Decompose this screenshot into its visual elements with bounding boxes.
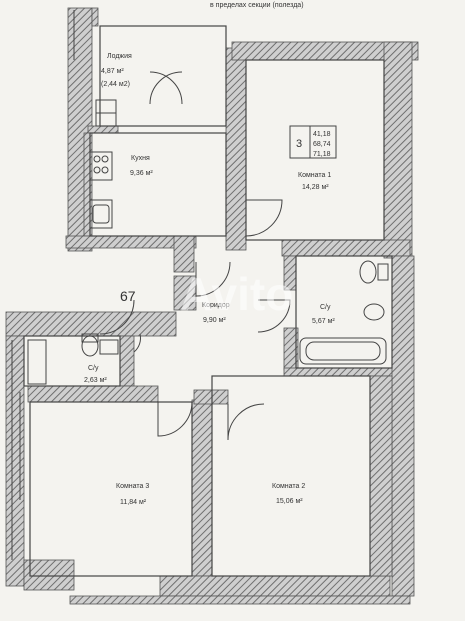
room3-area: 11,84 м²: [120, 499, 147, 506]
room-outlines: [23, 25, 393, 577]
room2-name: Комната 2: [272, 483, 305, 490]
loggia-area: 4,87 м²: [101, 68, 124, 75]
kitchen-name: Кухня: [131, 155, 150, 162]
bath-big-area: 5,67 м²: [312, 318, 335, 325]
total-area: 68,74: [313, 141, 331, 148]
room3-name: Комната 3: [116, 483, 149, 490]
rooms-count: 3: [296, 138, 302, 150]
kitchen-area: 9,36 м²: [130, 170, 153, 177]
corridor-name: Коридор: [202, 302, 230, 309]
fixtures: [27, 99, 389, 385]
door-swings: [99, 71, 291, 441]
corridor-area: 9,90 м²: [203, 317, 226, 324]
loggia-name: Лоджия: [107, 53, 132, 60]
bath-small-area: 2,63 м²: [84, 377, 107, 384]
header-text: в пределах секции (полезда): [210, 2, 304, 9]
room1-area: 14,28 м²: [302, 184, 329, 191]
bath-small-name: С/у: [88, 365, 99, 372]
apartment-info: 3 41,18 68,74 71,18: [289, 125, 337, 159]
avito-watermark: Avito: [180, 268, 293, 320]
loggia-reduced-area: (2,44 м2): [101, 81, 130, 88]
room2-area: 15,06 м²: [276, 498, 303, 505]
room1-name: Комната 1: [298, 172, 331, 179]
living-area: 41,18: [313, 131, 331, 138]
apartment-number: 67: [120, 288, 136, 304]
dimension-lines: [11, 10, 75, 560]
bath-big-name: С/у: [320, 304, 331, 311]
total-area-with-loggia: 71,18: [313, 151, 331, 158]
